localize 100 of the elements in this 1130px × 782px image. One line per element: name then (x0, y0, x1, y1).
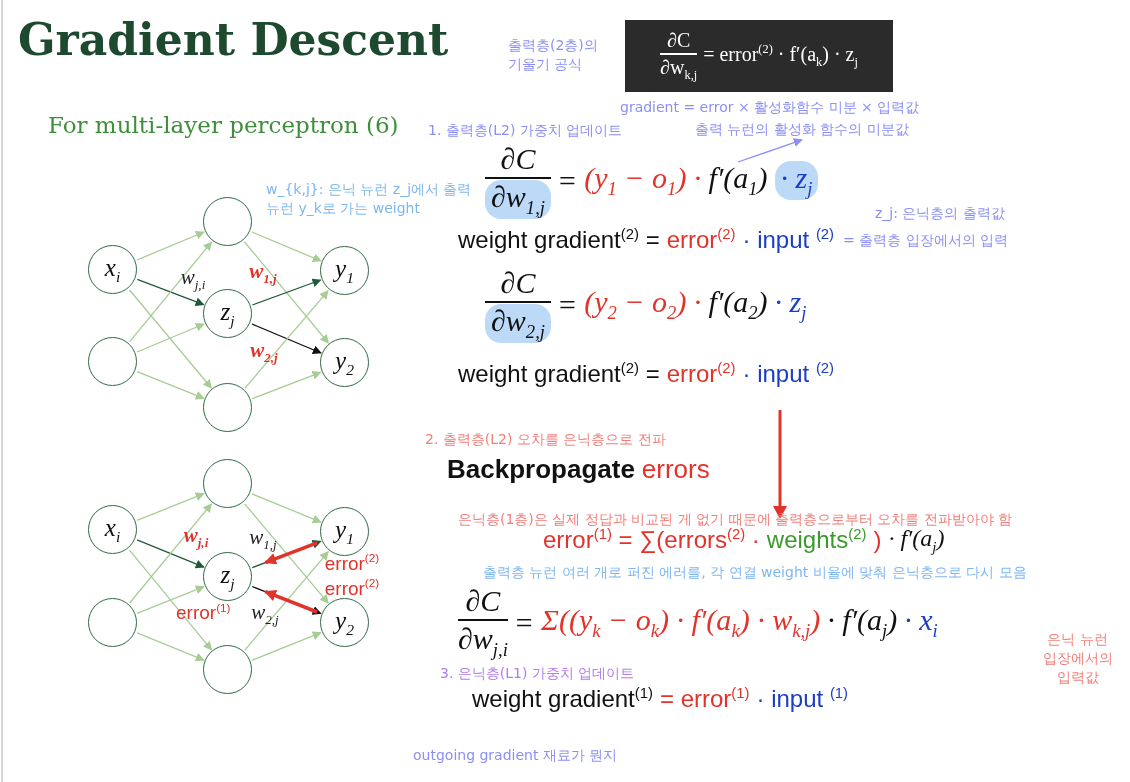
edge-label: error$^{(2)}$ (324, 551, 380, 575)
annotation-text: 은닉층(1층)은 실제 정답과 비교된 게 없기 때문에 출력층으로부터 오차를 전파받아야 함 (458, 510, 1013, 528)
connection-arrow (136, 539, 205, 569)
neuron-circle (88, 598, 137, 647)
connection-arrow (136, 278, 205, 306)
formula-term: ∂C (500, 266, 536, 300)
edge-label: w$_{j,i}$ (180, 264, 206, 294)
neuron-circle (320, 598, 369, 647)
formula-term: weights$^{(2)}$ (766, 526, 867, 555)
annotation-text: 1. 출력층(L2) 가중치 업데이트 (428, 121, 623, 140)
formula-term: f′(a$_{1}$) (708, 161, 768, 200)
formula-term: (y$_{1}$ − o$_{1}$) · (584, 161, 702, 200)
neuron-circle (320, 507, 369, 556)
formula-term: ) (873, 526, 882, 555)
error-arrow (264, 589, 318, 614)
formula-term: Backpropagate (447, 454, 635, 485)
connection-arrow (136, 632, 205, 662)
connection-arrow (243, 241, 330, 344)
neuron-label: z$_{j}$ (220, 297, 235, 330)
formula-term: = (556, 287, 578, 322)
formula-term: f′(a$_{2}$) (708, 285, 768, 324)
connection-arrow (251, 278, 322, 306)
annotation-text: outgoing gradient 재료가 뭔지 (413, 746, 618, 765)
formula-term: ∂w$_{k,j}$ (660, 55, 698, 83)
annotation-text: gradient = error × 활성화함수 미분 × 입력값 (620, 98, 920, 117)
formula-term: weight gradient$^{(2)}$ = (458, 360, 660, 388)
formula-term: · z$_{j}$ (774, 285, 807, 324)
annotation-text: 2. 출력층(L2) 오차를 은닉층으로 전파 (425, 430, 666, 449)
annotation-text: w_{k,j}: 은닉 뉴런 z_j에서 출력 뉴런 y_k로 가는 weight (266, 180, 473, 218)
formula-term: error$^{(2)}$ (666, 226, 736, 254)
connection-arrow (136, 585, 205, 614)
neuron-label: y$_{2}$ (335, 346, 354, 379)
connection-arrow (128, 549, 213, 651)
formula-term: = (556, 163, 578, 198)
formula-term: ∂w$_{j,i}$ (458, 622, 508, 661)
annotation-text: z_j: 은닉층의 출력값 (875, 204, 1005, 223)
neuron-circle (88, 505, 137, 554)
formula-term: error$^{(1)}$ = ∑(errors$^{(2)}$ · (543, 526, 760, 555)
annotation-text: 은닉 뉴런 입장에서의 입력값 (1041, 630, 1114, 687)
formula-term: errors (641, 454, 710, 485)
formula-term: (y$_{2}$ − o$_{2}$) · (584, 285, 702, 324)
connection-arrow (737, 138, 803, 163)
formula-term: · z$_{j}$ (774, 161, 819, 200)
formula-term: error$^{(2)}$ (666, 360, 736, 388)
connection-arrow (251, 493, 322, 524)
neuron-circle (320, 246, 369, 295)
connection-arrow (136, 371, 205, 400)
neuron-circle (203, 552, 252, 601)
neuron-label: z$_{j}$ (220, 560, 235, 593)
formula-term: · input $^{(2)}$ (742, 226, 835, 254)
formula-term: · x$_{i}$ (904, 603, 938, 642)
formula-term: = (513, 605, 535, 640)
formula-term: = error$^{(2)}$ · f′(a$_{k}$) · z$_{j}$ (703, 42, 858, 70)
formula-term: weight gradient$^{(1)}$ (472, 685, 653, 713)
connection-arrow (136, 322, 205, 353)
connection-arrow (244, 290, 329, 389)
formula-term: weight gradient$^{(2)}$ = (458, 226, 660, 254)
neuron-circle (88, 337, 137, 386)
formula-term: · input $^{(2)}$ (742, 360, 835, 388)
formula-term: · f′(a$_{j}$) (827, 603, 898, 642)
formula-term: ∂w$_{1,j}$ (485, 180, 551, 219)
annotation-text: 출력층(2층)의 기울기 공식 (508, 36, 599, 74)
neuron-circle (203, 289, 252, 338)
formula-term: = error$^{(1)}$ (659, 685, 750, 713)
annotation-text: 3. 은닉층(L1) 가중치 업데이트 (440, 664, 635, 683)
neuron-circle (203, 459, 252, 508)
edge-label: w$_{j,i}$ (183, 522, 209, 552)
edge-label: w$_{2,j}$ (250, 337, 278, 367)
connection-arrow (244, 503, 329, 604)
formula-term: Σ((y$_{k}$ − o$_{k}$) · f′(a$_{k}$) · w$_{k,j}$) (541, 603, 821, 642)
connection-arrow (128, 241, 213, 343)
edge-label: error$^{(2)}$ (324, 576, 380, 600)
error-arrow (264, 541, 318, 565)
neuron-circle (203, 645, 252, 694)
neuron-label: x$_{i}$ (104, 253, 121, 286)
connection-arrow (251, 231, 322, 262)
connection-arrow (251, 323, 322, 354)
connection-arrow (136, 492, 205, 521)
formula-term: ∂C (500, 142, 536, 176)
neuron-circle (203, 197, 252, 246)
neuron-circle (88, 245, 137, 294)
slide-title: Gradient Descent (18, 14, 449, 65)
annotation-text: = 출력층 입장에서의 입력 (843, 230, 1009, 250)
connection-arrow (244, 551, 329, 651)
connection-arrow (251, 631, 322, 661)
neuron-circle (203, 383, 252, 432)
formula-box (625, 20, 893, 92)
neuron-label: y$_{2}$ (335, 606, 354, 639)
formula-term: · f′(a$_{j}$) (888, 525, 945, 556)
connection-arrow (128, 289, 213, 389)
connection-arrow (136, 230, 205, 261)
edge-label: w$_{1,j}$ (249, 258, 277, 288)
edge-label: w$_{1,j}$ (249, 524, 277, 554)
annotation-text: 출력층 뉴런 여러 개로 퍼진 에러를, 각 연결 weight 비율에 맞춰 은닉층으로 다시 모음 (483, 563, 1027, 582)
neuron-label: y$_{1}$ (335, 254, 354, 287)
annotation-text: 출력 뉴런의 활성화 함수의 미분값 (695, 120, 909, 139)
formula-term: ∂w$_{2,j}$ (485, 304, 551, 343)
formula-term: error$^{(1)}$ (176, 601, 231, 625)
formula-term: ∂C (667, 29, 691, 53)
neuron-label: x$_{i}$ (104, 513, 121, 546)
